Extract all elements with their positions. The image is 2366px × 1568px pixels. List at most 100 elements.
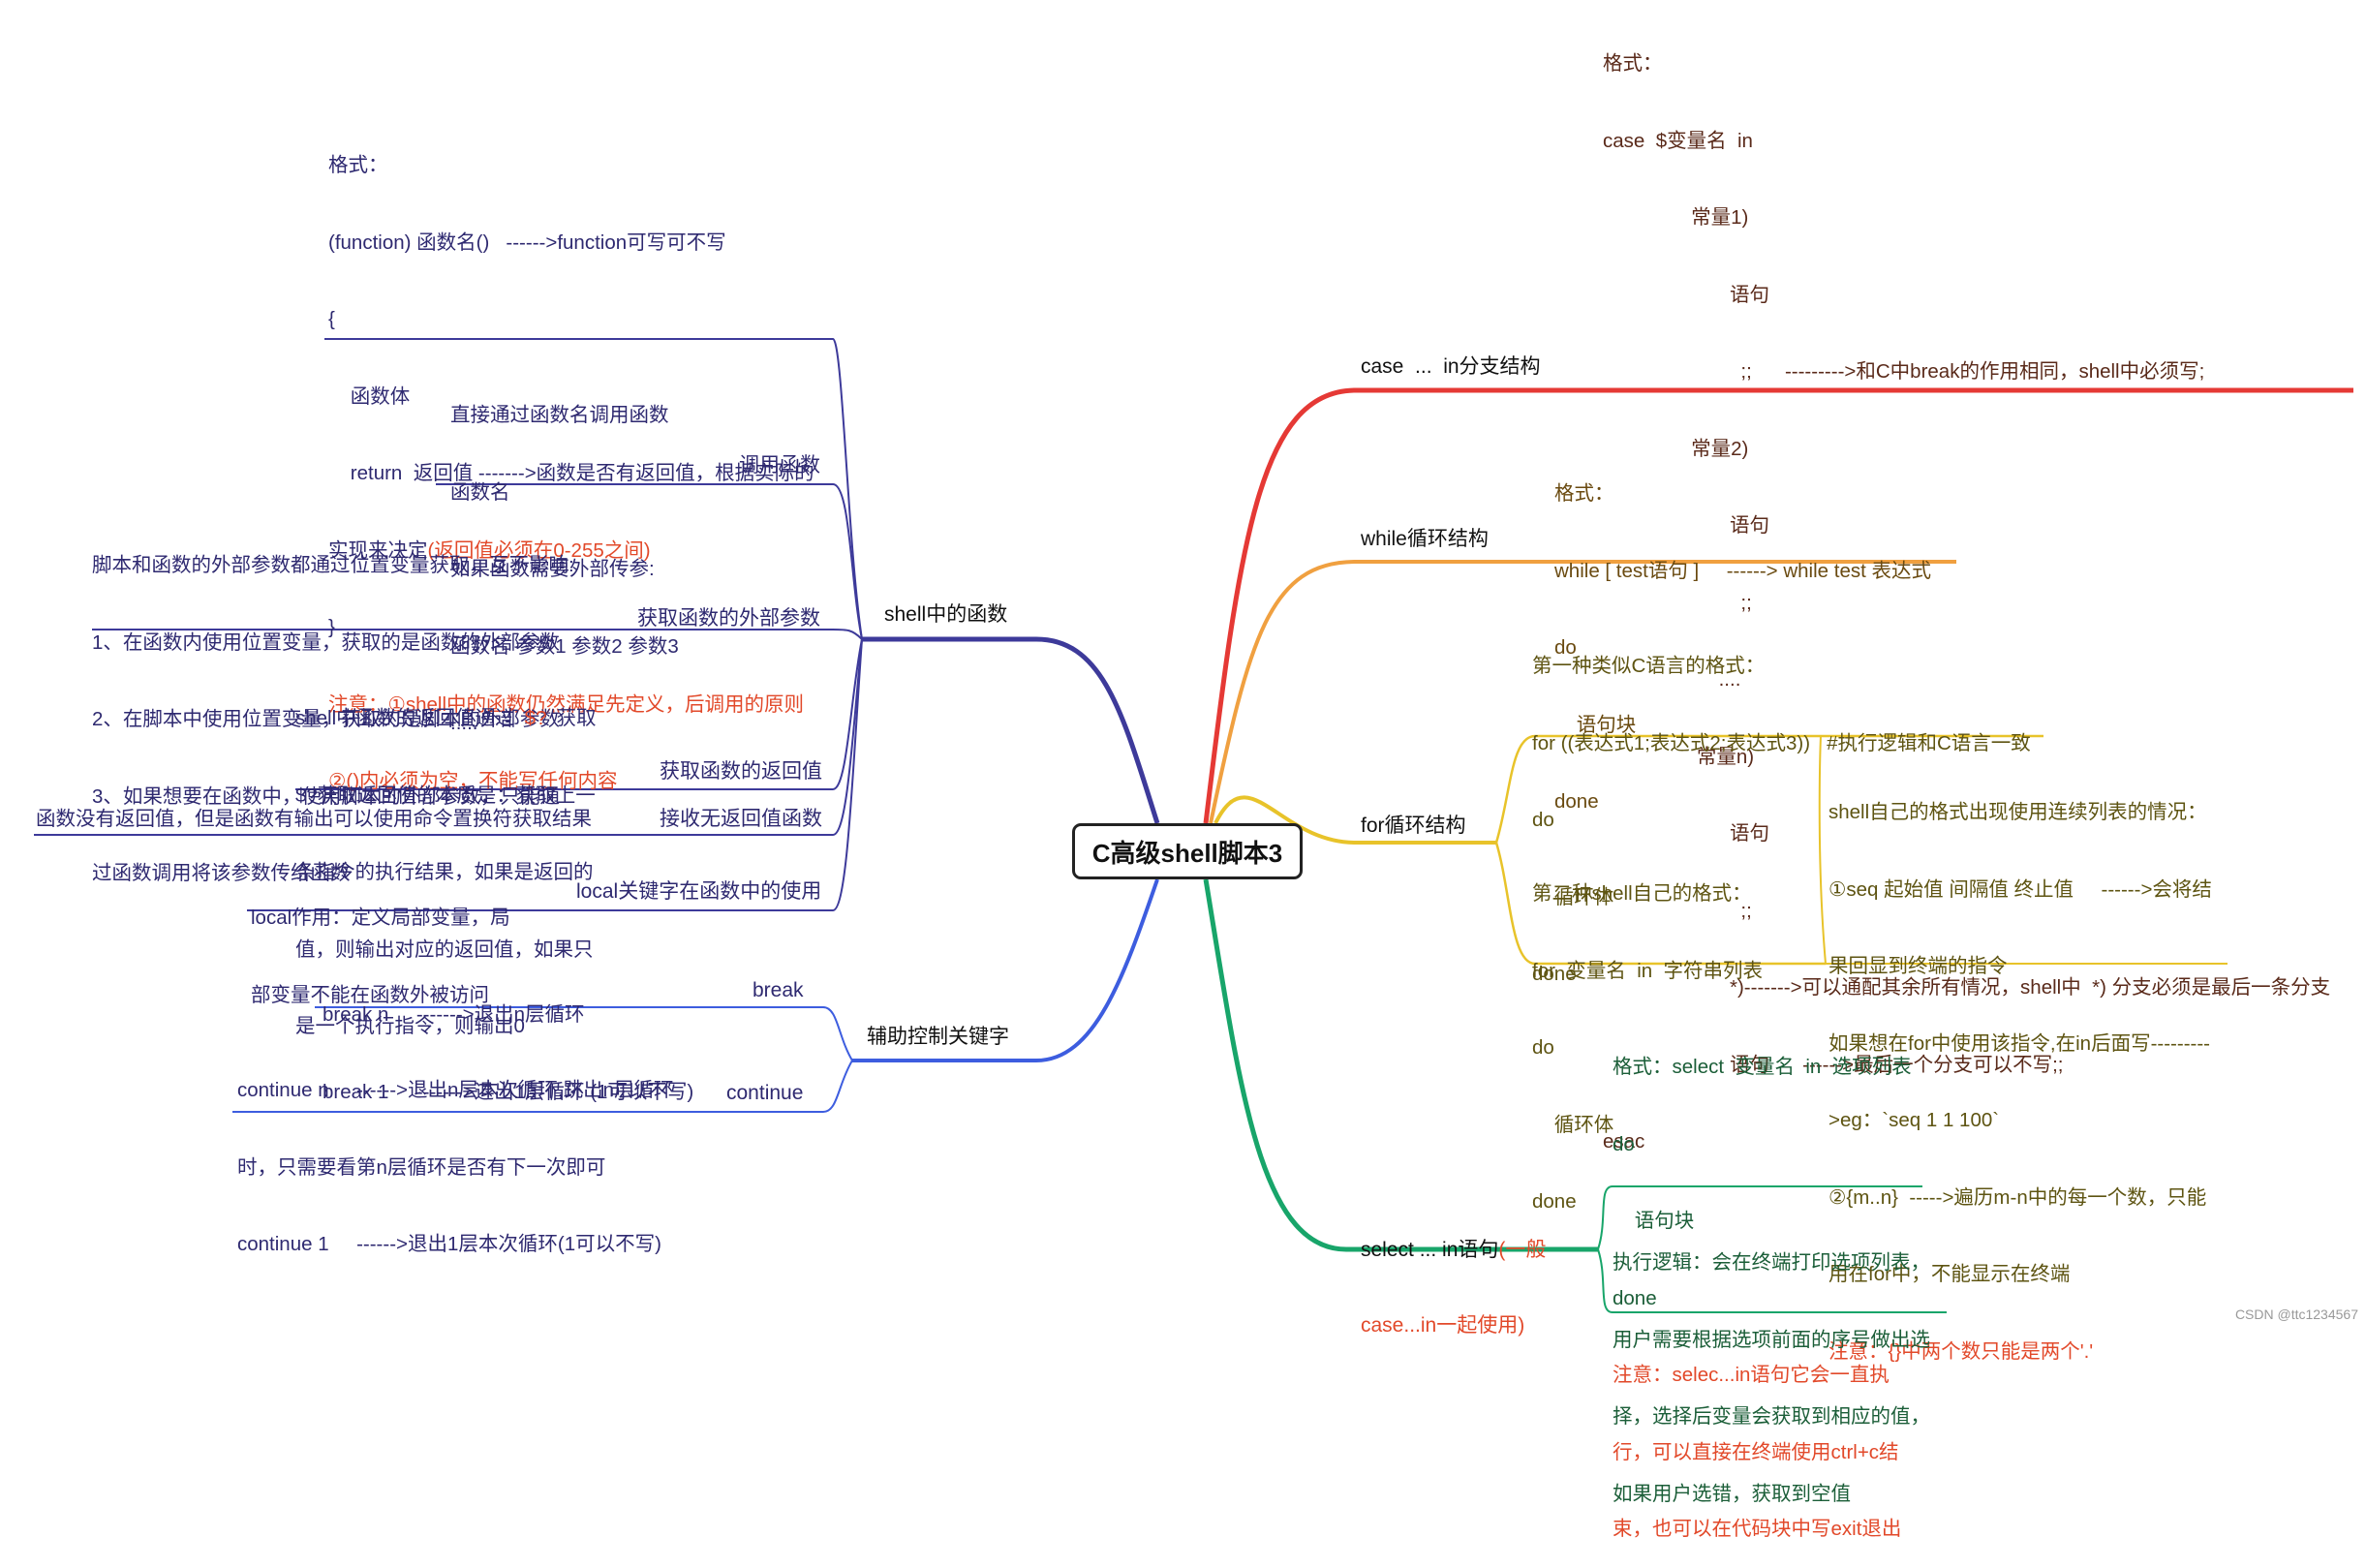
select-logic-line: 择，选择后变量会获取到相应的值， <box>1613 1405 1930 1428</box>
for-branch-label[interactable]: for循环结构 <box>1361 815 1466 837</box>
func-branch-label[interactable]: shell中的函数 <box>884 603 1008 626</box>
func-line: { <box>328 308 335 330</box>
for-line: done <box>1532 963 1577 985</box>
select-sub-format-line <box>1597 1185 1922 1250</box>
for-line: 循环体 <box>1532 1113 1614 1136</box>
call-line: 函数名 <box>450 480 510 504</box>
continue-line: 时，只需要看第n层循环是否有下一次即可 <box>237 1155 606 1179</box>
case-line: .... <box>1603 668 1741 691</box>
params-line: 3、如果想要在函数中，使用脚本的外部参数，只能通 <box>92 784 560 808</box>
break-line: break 1 ------->退出1层循环 (1可以不写) <box>323 1080 694 1103</box>
select-logic-line: 用户需要根据选项前面的序号做出选 <box>1613 1328 1930 1351</box>
for-line: 循环体 <box>1532 885 1614 908</box>
while-line: done <box>1554 790 1599 813</box>
aux-sub-break-line <box>315 1006 853 1061</box>
for-line: do <box>1532 1036 1554 1059</box>
case-line: 语句 <box>1603 822 1769 845</box>
retval-var: $? <box>524 707 547 729</box>
retval-line: 值，则输出对应的返回值，如果只 <box>295 938 594 961</box>
select-branch-label[interactable]: select ... in语句(一般 case...in一起使用) <box>1361 1187 1546 1364</box>
aux-break-text: break n ------->退出n层循环 break 1 ------->退… <box>323 951 693 1131</box>
select-line: 语句块 <box>1613 1210 1695 1232</box>
for-sub-cstyle-line <box>1494 734 2043 844</box>
select-line: do <box>1613 1132 1635 1155</box>
params-line: 脚本和函数的外部参数都通过位置变量获取，互不影响: <box>92 554 574 576</box>
for-note-line: ①seq 起始值 间隔值 终止值 ------>会将结 <box>1828 877 2212 901</box>
while-line: do <box>1554 636 1577 659</box>
aux-break-label[interactable]: break <box>753 979 804 1001</box>
case-format-text: 格式： case $变量名 in 常量1) 语句 ;; --------->和C… <box>1603 0 2330 1181</box>
case-line: 语句 <box>1603 283 1769 306</box>
case-line: 常量1) <box>1603 206 1749 229</box>
aux-continue-label[interactable]: continue <box>726 1082 804 1104</box>
params-line: 2、在脚本中使用位置变量，获取的是脚本的外部参数 <box>92 708 560 730</box>
func-sub-format-line <box>324 338 863 640</box>
select-label-note: case...in一起使用) <box>1361 1314 1525 1337</box>
case-line: ;; <box>1603 899 1752 922</box>
func-sub-call-line <box>436 483 863 640</box>
func-sub-retval-line <box>295 638 863 790</box>
local-line: local作用：定义局部变量，局 <box>251 907 510 929</box>
mindmap-connectors <box>34 338 2353 1313</box>
case-line: *)------->可以通配其余所有情况，shell中 *) 分支必须是最后一条… <box>1603 976 2331 999</box>
for-line: 第一种类似C语言的格式： <box>1532 655 1766 677</box>
func-retval-text: shell中函数的返回值通过$?获取 $?获取返回值的本质是：获取上一 条指令的… <box>295 655 596 1065</box>
func-local-text: local作用：定义局部变量，局 部变量不能在函数外被访问 <box>251 854 510 1034</box>
call-line: 直接通过函数名调用函数 <box>450 404 669 426</box>
func-sub-local-line <box>247 638 863 911</box>
select-label: select ... in语句 <box>1361 1239 1499 1261</box>
local-line: 部变量不能在函数外被访问 <box>251 983 489 1006</box>
select-line: done <box>1613 1286 1657 1309</box>
func-line: 实现来决定 <box>328 538 428 562</box>
case-line: 语句 ------>最后一个分支可以不写;; <box>1603 1053 2064 1076</box>
retval-line: $?获取返回值的本质是：获取上一 <box>295 784 596 807</box>
params-line: 1、在函数内使用位置变量，获取的是函数的外部参数 <box>92 630 560 654</box>
select-logic-line: 执行逻辑：会在终端打印选项列表， <box>1613 1251 1930 1274</box>
for-line: for 变量名 in 字符串列表 <box>1532 959 1764 982</box>
for-shell-text: 第二种shell自己的格式： for 变量名 in 字符串列表 do 循环体 d… <box>1532 830 1763 1241</box>
while-branch-label[interactable]: while循环结构 <box>1361 528 1489 550</box>
func-line: } <box>328 616 335 638</box>
func-params-label[interactable]: 获取函数的外部参数 <box>637 607 820 630</box>
case-line: 常量2) <box>1603 437 1749 460</box>
while-branch-line <box>1209 560 1956 824</box>
select-sub-logic-line <box>1597 1248 1947 1313</box>
while-format-text: 格式： while [ test语句 ] ------> while test … <box>1554 430 1931 841</box>
for-cstyle-text: 第一种类似C语言的格式： for ((表达式1;表达式2;表达式3)) #执行逻… <box>1532 602 2031 1013</box>
select-label-note: (一般 <box>1498 1239 1547 1261</box>
for-note-line: 用在for中，不能显示在终端 <box>1828 1263 2071 1285</box>
func-line: return 返回值 ------->函数是否有返回值，根据实际的 <box>328 462 814 484</box>
func-noret-label[interactable]: 接收无返回值函数 <box>660 808 822 830</box>
aux-branch-label[interactable]: 辅助控制关键字 <box>867 1026 1009 1048</box>
for-note-line: 如果想在for中使用该指令,在in后面写--------- <box>1828 1031 2211 1055</box>
aux-sub-continue-line <box>232 1060 853 1113</box>
case-line: 常量n) <box>1603 745 1755 768</box>
call-line: ..... <box>450 712 478 734</box>
continue-line: continue 1 ------>退出1层本次循环(1可以不写) <box>237 1233 661 1255</box>
func-call-label[interactable]: 调用函数 <box>739 454 820 477</box>
root-node[interactable]: C高级shell脚本3 <box>1072 823 1303 879</box>
case-branch-label[interactable]: case ... in分支结构 <box>1361 355 1541 378</box>
func-sub-noret-line <box>34 638 863 836</box>
func-local-label[interactable]: local关键字在函数中的使用 <box>576 880 822 903</box>
func-retval-label[interactable]: 获取函数的返回值 <box>660 760 822 783</box>
break-line: break n ------->退出n层循环 <box>323 1003 585 1026</box>
for-line: done <box>1532 1190 1577 1213</box>
func-format-text: 格式： (function) 函数名() ------>function可写可不… <box>328 102 814 820</box>
func-warning: 注意：①shell中的函数仍然满足先定义，后调用的原则 <box>328 692 805 716</box>
retval-line: 是一个执行指令，则输出0 <box>295 1015 525 1037</box>
for-sub-shell-line <box>1494 842 1826 966</box>
case-line: ;; <box>1603 591 1752 614</box>
for-note-line: shell自己的格式出现使用连续列表的情况： <box>1828 801 2207 823</box>
for-line: do <box>1532 809 1554 831</box>
select-logic-line: 如果用户选错，获取到空值 <box>1613 1482 1851 1505</box>
while-line: while [ test语句 ] ------> while test 表达式 <box>1554 559 1931 582</box>
func-params-text: 脚本和函数的外部参数都通过位置变量获取，互不影响: 1、在函数内使用位置变量，获… <box>92 502 574 912</box>
case-line: 格式： <box>1603 52 1663 75</box>
for-line: 第二种shell自己的格式： <box>1532 882 1752 905</box>
for-note-line: ②{m..n} ----->遍历m-n中的每一个数，只能 <box>1828 1185 2207 1209</box>
func-line: 函数体 <box>328 384 411 408</box>
retval-line: shell中函数的返回值通过 <box>295 707 515 729</box>
root-label: C高级shell脚本3 <box>1091 838 1283 868</box>
while-line: 格式： <box>1554 482 1614 505</box>
